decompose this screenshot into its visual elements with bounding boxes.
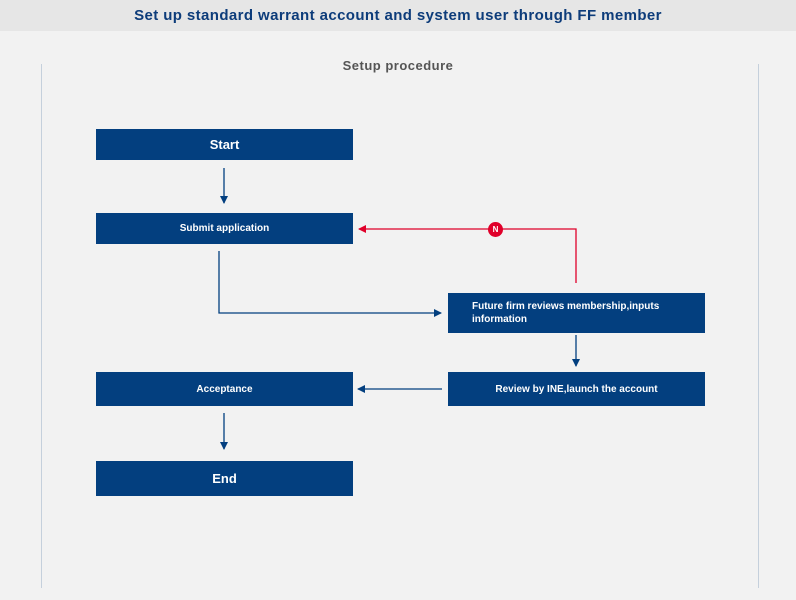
reject-badge-label: N — [492, 225, 499, 234]
reject-badge: N — [488, 222, 503, 237]
step-acceptance-label: Acceptance — [196, 383, 253, 395]
arrow-submit-to-review — [218, 251, 442, 317]
diagram-subtitle: Setup procedure — [342, 58, 454, 73]
step-review-ine-label: Review by INE,launch the account — [495, 383, 658, 395]
step-end: End — [96, 461, 353, 496]
step-start-label: Start — [209, 137, 240, 152]
step-review-by-ine: Review by INE,launch the account — [448, 372, 705, 406]
arrow-reject-loop — [358, 225, 577, 283]
right-border-line — [758, 64, 759, 588]
page-title: Set up standard warrant account and syst… — [134, 7, 662, 24]
step-future-firm-review: Future firm reviews membership,inputs in… — [448, 293, 705, 333]
step-start: Start — [96, 129, 353, 160]
step-submit-label: Submit application — [179, 223, 270, 234]
step-submit-application: Submit application — [96, 213, 353, 244]
step-end-label: End — [212, 471, 237, 486]
step-future-firm-label: Future firm reviews membership,inputs in… — [472, 301, 660, 325]
step-acceptance: Acceptance — [96, 372, 353, 406]
page-header: Set up standard warrant account and syst… — [0, 0, 796, 31]
left-border-line — [41, 64, 42, 588]
